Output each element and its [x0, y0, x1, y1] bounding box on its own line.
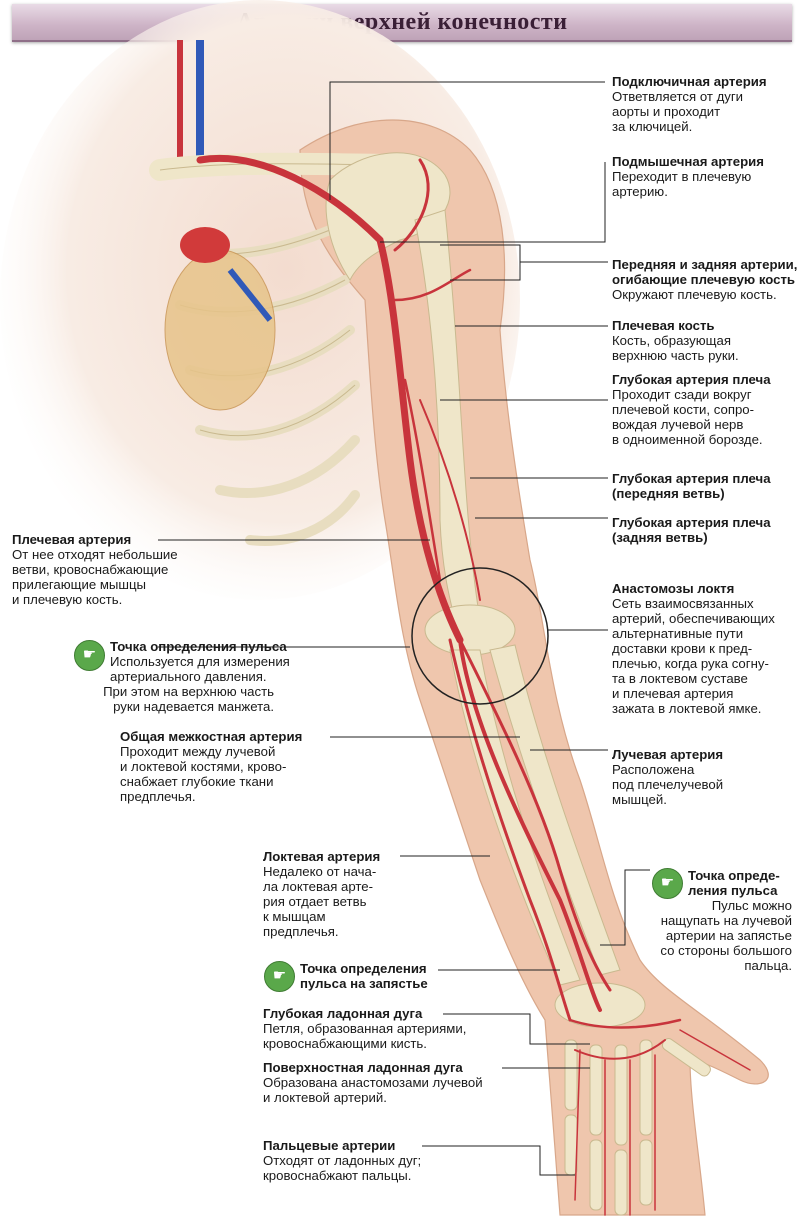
- label-pulse-radial-text: Пульс можно нащупать на лучевой артерии …: [660, 898, 792, 973]
- label-pulse-brachial: Точка определения пульса Используется дл…: [110, 639, 290, 684]
- elbow-anastomoses-circle: [411, 567, 549, 705]
- label-elbow-anastomoses: Анастомозы локтя Сеть взаимосвязанных ар…: [612, 581, 775, 716]
- label-pulse-wrist: Точка определения пульса на запястье: [300, 961, 428, 991]
- hand-bones: [554, 982, 711, 1216]
- label-radial-artery: Лучевая артерия Расположена под плечелуч…: [612, 747, 724, 807]
- leader-lines: [158, 81, 650, 1176]
- label-deep-brachial-anterior: Глубокая артерия плеча (передняя ветвь): [612, 471, 771, 501]
- hand-finger-icon: ☛: [264, 961, 295, 992]
- hand-finger-icon: ☛: [652, 868, 683, 899]
- label-interosseous-artery: Общая межкостная артерия Проходит между …: [120, 729, 303, 804]
- label-ulnar-artery: Локтевая артерия Недалеко от нача- ла ло…: [263, 849, 381, 939]
- heart: [164, 249, 276, 411]
- label-subclavian-artery: Подключичная артерия Ответвляется от дуг…: [612, 74, 767, 134]
- hand-finger-icon: ☛: [74, 640, 105, 671]
- radius-bone: [489, 644, 621, 976]
- label-deep-brachial-posterior: Глубокая артерия плеча (задняя ветвь): [612, 515, 771, 545]
- label-digital-arteries: Пальцевые артерии Отходят от ладонных ду…: [263, 1138, 422, 1183]
- label-circumflex-arteries: Передняя и задняя артерии, огибающие пле…: [612, 257, 798, 302]
- label-axillary-artery: Подмышечная артерия Переходит в плечевую…: [612, 154, 764, 199]
- label-deep-palmar-arch: Глубокая ладонная дуга Петля, образованн…: [263, 1006, 467, 1051]
- label-pulse-brachial-cuff: При этом на верхнюю часть руки надеваетс…: [103, 684, 274, 714]
- label-brachial-artery: Плечевая артерия От нее отходят небольши…: [12, 532, 178, 607]
- label-deep-brachial-artery: Глубокая артерия плеча Проходит сзади во…: [612, 372, 771, 447]
- label-humerus: Плечевая кость Кость, образующая верхнюю…: [612, 318, 739, 363]
- label-pulse-radial-heading: Точка опреде- ления пульса: [688, 868, 780, 898]
- label-superficial-palmar-arch: Поверхностная ладонная дуга Образована а…: [263, 1060, 483, 1105]
